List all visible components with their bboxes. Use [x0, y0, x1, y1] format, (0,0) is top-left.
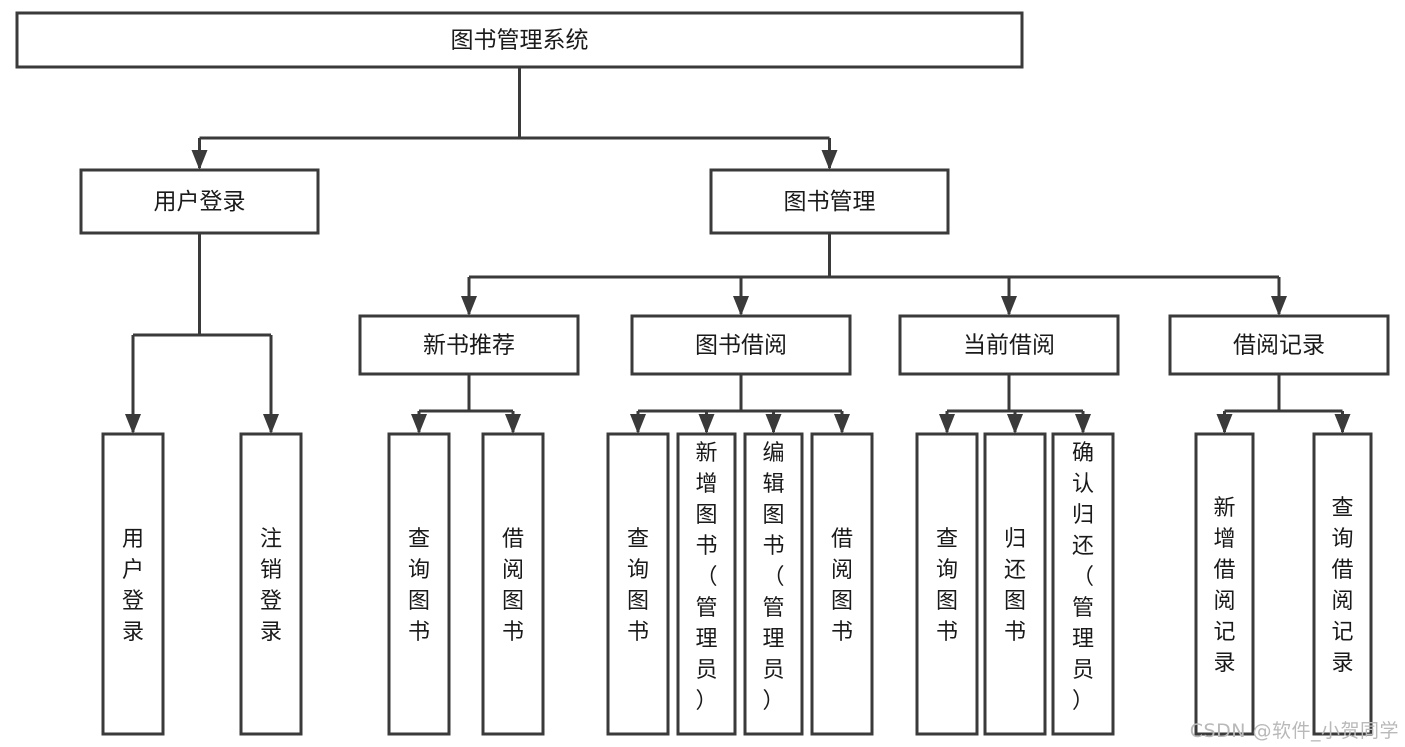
root-box[interactable] [15, 11, 1024, 69]
arrow-head-icon [821, 150, 838, 170]
leaf-box[interactable] [1312, 432, 1373, 736]
leaf-node-label: 新增图书（管理员） [695, 441, 717, 714]
level2-box[interactable] [79, 168, 320, 235]
arrow-head-icon [1334, 414, 1351, 434]
leaf-box[interactable] [1194, 432, 1255, 736]
leaf-node-label: 借阅图书 [502, 527, 524, 645]
leaf-node-label: 确认归还（管理员） [1072, 441, 1094, 714]
leaf-node-label: 查询借阅记录 [1331, 496, 1353, 676]
leaf-node-label: 查询图书 [627, 527, 649, 645]
leaf-box[interactable] [810, 432, 874, 736]
arrow-head-icon [698, 414, 715, 434]
arrow-head-icon [125, 414, 141, 434]
level2-box[interactable] [709, 168, 950, 235]
arrow-head-icon [630, 414, 646, 434]
arrow-head-icon [834, 414, 850, 434]
leaf-node[interactable]: 确认归还（管理员） [1051, 432, 1115, 736]
leaf-node-label: 新增借阅记录 [1213, 496, 1235, 676]
leaf-box[interactable] [239, 432, 303, 736]
leaf-node-label: 查询图书 [936, 527, 958, 645]
leaf-node[interactable]: 新增借阅记录 [1194, 432, 1255, 736]
leaf-box[interactable] [1051, 432, 1115, 736]
level3-box[interactable] [358, 314, 580, 376]
leaf-node[interactable]: 归还图书 [983, 432, 1047, 736]
arrow-head-icon [939, 414, 955, 434]
level3-label: 当前借阅 [963, 333, 1055, 359]
leaf-node[interactable]: 查询图书 [387, 432, 451, 736]
arrow-head-icon [263, 414, 279, 434]
level2-label: 用户登录 [154, 189, 246, 215]
level3-label: 新书推荐 [423, 333, 515, 359]
leaf-node[interactable]: 注销登录 [239, 432, 303, 736]
connectors-layer [125, 67, 1351, 434]
leaf-box[interactable] [606, 432, 670, 736]
arrow-head-icon [411, 414, 427, 434]
leaf-box[interactable] [481, 432, 545, 736]
arrow-head-icon [1075, 414, 1091, 434]
nodes-layer: 图书管理系统用户登录图书管理新书推荐图书借阅当前借阅借阅记录用户登录注销登录查询… [15, 11, 1390, 736]
leaf-box[interactable] [983, 432, 1047, 736]
arrow-head-icon [1001, 296, 1017, 316]
level3-node[interactable]: 当前借阅 [898, 314, 1120, 376]
leaf-node-label: 编辑图书（管理员） [762, 441, 784, 714]
root-node[interactable]: 图书管理系统 [15, 11, 1024, 69]
leaf-node[interactable]: 查询图书 [915, 432, 979, 736]
arrow-head-icon [191, 150, 208, 170]
level3-label: 图书借阅 [695, 333, 787, 359]
leaf-node[interactable]: 新增图书（管理员） [676, 432, 737, 736]
arrow-head-icon [1216, 414, 1233, 434]
leaf-node[interactable]: 编辑图书（管理员） [743, 432, 804, 736]
leaf-node-label: 借阅图书 [831, 527, 853, 645]
leaf-node-label: 注销登录 [260, 527, 282, 645]
level3-box[interactable] [630, 314, 852, 376]
arrow-head-icon [1007, 414, 1023, 434]
leaf-node-label: 用户登录 [122, 527, 144, 645]
leaf-node-label: 归还图书 [1004, 527, 1026, 645]
level3-box[interactable] [1168, 314, 1390, 376]
leaf-node[interactable]: 查询借阅记录 [1312, 432, 1373, 736]
arrow-head-icon [505, 414, 521, 434]
root-label: 图书管理系统 [451, 28, 589, 54]
level3-node[interactable]: 新书推荐 [358, 314, 580, 376]
level3-box[interactable] [898, 314, 1120, 376]
leaf-box[interactable] [676, 432, 737, 736]
arrow-head-icon [733, 296, 749, 316]
leaf-box[interactable] [387, 432, 451, 736]
leaf-node[interactable]: 用户登录 [101, 432, 165, 736]
level2-label: 图书管理 [784, 189, 876, 215]
arrow-head-icon [461, 296, 477, 316]
leaf-box[interactable] [101, 432, 165, 736]
level3-label: 借阅记录 [1233, 333, 1325, 359]
level2-node[interactable]: 图书管理 [709, 168, 950, 235]
arrow-head-icon [765, 414, 782, 434]
level2-node[interactable]: 用户登录 [79, 168, 320, 235]
leaf-box[interactable] [915, 432, 979, 736]
leaf-node[interactable]: 借阅图书 [810, 432, 874, 736]
arrow-head-icon [1271, 296, 1287, 316]
leaf-box[interactable] [743, 432, 804, 736]
level3-node[interactable]: 图书借阅 [630, 314, 852, 376]
level3-node[interactable]: 借阅记录 [1168, 314, 1390, 376]
leaf-node[interactable]: 借阅图书 [481, 432, 545, 736]
leaf-node[interactable]: 查询图书 [606, 432, 670, 736]
leaf-node-label: 查询图书 [408, 527, 430, 645]
